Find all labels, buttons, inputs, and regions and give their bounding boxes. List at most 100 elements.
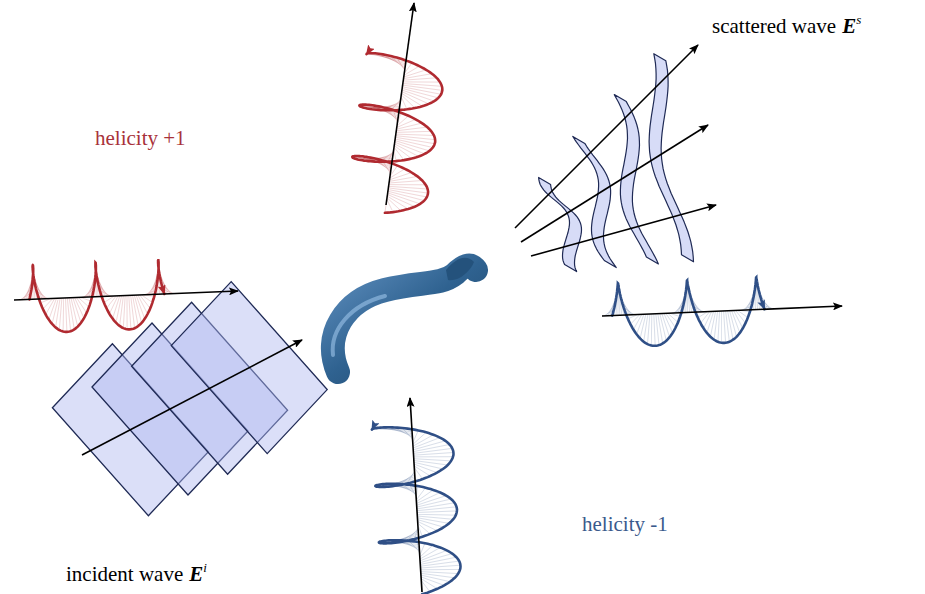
helix-spoke xyxy=(389,186,428,189)
scatterer-twist xyxy=(446,258,474,280)
helix-spoke xyxy=(73,298,81,323)
helix-spoke xyxy=(648,314,650,344)
helix-spoke xyxy=(701,312,710,324)
helix-spoke xyxy=(418,520,444,528)
helix-spoke xyxy=(421,569,461,570)
helix-spoke xyxy=(421,572,459,574)
wave-label: incident waveEi xyxy=(66,560,207,587)
helix-spoke xyxy=(76,298,86,313)
helix-spoke xyxy=(421,573,455,578)
helix-curve xyxy=(352,53,442,213)
helix-spoke xyxy=(127,296,128,330)
helix-spoke xyxy=(420,554,452,563)
helix-spoke xyxy=(417,511,457,513)
helix-spoke xyxy=(387,199,393,212)
helix-spoke xyxy=(420,543,425,555)
helix-spoke xyxy=(724,311,726,343)
axis-arrow xyxy=(521,125,708,242)
helix-spoke xyxy=(78,297,89,307)
helix-spoke xyxy=(704,311,712,328)
field-symbol: E xyxy=(842,14,856,38)
helix-spoke xyxy=(394,146,411,159)
helix-spoke xyxy=(404,74,432,79)
helix-spoke xyxy=(651,314,653,346)
helix-spoke xyxy=(69,298,74,330)
helix-spoke xyxy=(668,313,678,322)
helix-spoke xyxy=(637,314,644,334)
helicity-label: helicity +1 xyxy=(95,126,186,151)
helix-spoke xyxy=(707,311,714,333)
axis-arrow xyxy=(602,306,842,316)
axis-arrow xyxy=(515,45,698,228)
wave-front xyxy=(539,178,582,272)
helix-spoke xyxy=(413,441,445,450)
helix-spoke xyxy=(403,84,442,87)
helix-spoke xyxy=(403,81,440,82)
incident-planes xyxy=(52,282,327,516)
helix-spoke xyxy=(389,184,426,185)
axis-arrow xyxy=(410,398,422,592)
helix-spoke xyxy=(401,97,407,110)
helix-spoke xyxy=(413,435,433,447)
helix-spoke xyxy=(129,295,131,329)
helix-spoke xyxy=(420,550,447,560)
axis-arrow xyxy=(531,205,716,256)
scatterer-body xyxy=(333,266,476,372)
helix-spoke xyxy=(414,459,451,461)
helix-spoke xyxy=(389,176,417,181)
helix-spoke xyxy=(123,296,125,329)
helix-spoke xyxy=(131,295,135,328)
helix-spoke xyxy=(136,295,145,319)
helix-spoke xyxy=(420,561,459,566)
helix-spoke xyxy=(417,514,456,516)
helix-spoke xyxy=(414,461,448,466)
helix-spoke xyxy=(403,78,436,80)
axis-arrow xyxy=(14,291,238,300)
helix-spoke xyxy=(140,295,151,309)
helix-spoke xyxy=(644,314,648,342)
helix-spoke xyxy=(633,314,642,329)
helix-spoke xyxy=(416,490,433,502)
helix-spoke xyxy=(414,456,453,457)
helix-spoke xyxy=(75,298,84,319)
helix-spoke xyxy=(402,88,438,98)
field-symbol: E xyxy=(189,562,203,586)
helix-spoke xyxy=(396,134,434,135)
helicity-label: helicity -1 xyxy=(582,512,668,537)
helix-spoke xyxy=(721,311,722,343)
helix-spoke xyxy=(396,136,436,140)
axis-arrow xyxy=(386,3,414,205)
scatterer xyxy=(333,258,476,372)
helix-spoke xyxy=(421,577,444,586)
helix-spoke xyxy=(66,298,67,332)
field-superscript: i xyxy=(203,560,207,575)
wave-label: scattered waveEs xyxy=(712,12,861,39)
helix-spoke xyxy=(420,548,440,560)
helix-spoke xyxy=(49,298,57,319)
helix-spoke xyxy=(416,488,425,500)
helix-spoke xyxy=(120,296,124,326)
label-text: helicity +1 xyxy=(95,126,186,150)
helix-spoke xyxy=(396,127,427,131)
helix-spoke xyxy=(52,298,58,324)
helix-spoke xyxy=(413,430,419,442)
scatterer-highlight xyxy=(333,296,385,355)
helix-spoke xyxy=(396,131,431,132)
helix-spoke xyxy=(654,314,655,346)
helix-spoke xyxy=(418,521,438,530)
label-text: helicity -1 xyxy=(582,512,668,536)
helix-spoke xyxy=(414,464,437,473)
helix-spoke xyxy=(718,311,720,342)
helix-spoke xyxy=(413,448,452,453)
helix-spoke xyxy=(417,507,457,511)
label-text: incident wave xyxy=(66,562,183,586)
helix-spoke xyxy=(417,496,447,506)
helix-spoke xyxy=(389,181,422,184)
helix-spoke xyxy=(63,298,65,332)
helix-spoke xyxy=(417,493,441,504)
scattered-fronts xyxy=(539,54,694,272)
helix-spoke xyxy=(413,438,440,448)
helix-spoke xyxy=(414,462,443,469)
